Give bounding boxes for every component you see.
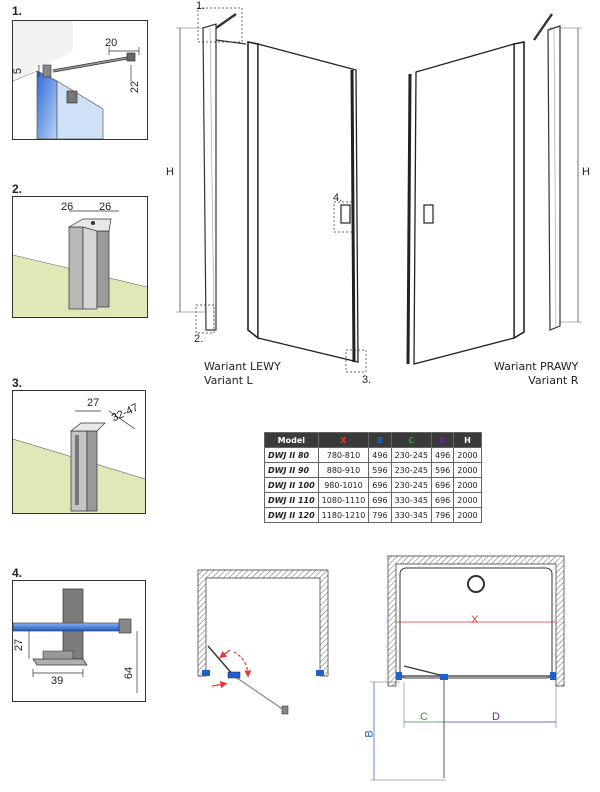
detail-4-dim-39: 39 xyxy=(51,675,64,687)
table-cell-model: DWJ II 80 xyxy=(264,447,319,463)
left-fixed-panel xyxy=(202,23,217,331)
table-cell: 696 xyxy=(368,477,392,493)
table-cell: 230-245 xyxy=(390,462,433,478)
variant-right-line2: Variant R xyxy=(528,374,579,387)
table-cell: 2000 xyxy=(453,462,482,478)
variant-right-caption: Wariant PRAWY Variant R xyxy=(494,360,578,388)
callout-box-4 xyxy=(333,201,355,233)
table-cell: 796 xyxy=(368,507,392,523)
table-cell: 330-345 xyxy=(390,492,433,508)
table-cell: 596 xyxy=(368,462,392,478)
table-header-cell: H xyxy=(453,432,482,448)
door-elevation-drawing xyxy=(176,7,582,373)
detail-2-panel: 26 26 xyxy=(12,196,148,318)
variant-left-line2: Variant L xyxy=(204,374,253,387)
callout-2-label: 2. xyxy=(194,333,204,345)
table-cell: 696 xyxy=(430,492,455,508)
callout-box-3 xyxy=(345,349,367,373)
table-cell: 230-245 xyxy=(390,447,433,463)
detail-2-number: 2. xyxy=(12,182,23,196)
table-cell: 880-910 xyxy=(317,462,370,478)
shower-tray xyxy=(399,567,553,679)
detail-2-dim-26-b: 26 xyxy=(99,201,112,213)
table-cell: 230-245 xyxy=(390,477,433,493)
detail-4-panel: 27 39 64 xyxy=(12,580,146,702)
variant-left-caption: Wariant LEWY Variant L xyxy=(204,360,281,388)
table-cell-model: DWJ II 100 xyxy=(264,477,319,493)
table-cell: 2000 xyxy=(453,447,482,463)
dim-c-label: C xyxy=(420,711,428,723)
detail-4-dim-27: 27 xyxy=(13,638,26,652)
detail-4-dim-64: 64 xyxy=(123,666,136,680)
table-cell: 1180-1210 xyxy=(317,507,370,523)
table-header-cell: C xyxy=(390,432,433,448)
callout-4-label: 4. xyxy=(333,192,343,204)
variant-left-line1: Wariant LEWY xyxy=(204,360,281,373)
right-profile xyxy=(513,41,525,340)
table-cell: 980-1010 xyxy=(317,477,370,493)
table-cell: 796 xyxy=(430,507,455,523)
detail-1-dim-20: 20 xyxy=(105,37,118,49)
callout-box-2 xyxy=(195,304,215,334)
table-cell: 1080-1110 xyxy=(317,492,370,508)
detail-4-number: 4. xyxy=(12,566,23,580)
dim-b-label: B xyxy=(363,730,376,738)
left-door-panel xyxy=(257,43,359,363)
detail-3-panel: 27 32-47 xyxy=(12,390,146,514)
drain-icon xyxy=(467,575,485,593)
detail-2-dim-26-a: 26 xyxy=(61,201,74,213)
table-cell: 330-345 xyxy=(390,507,433,523)
table-cell: 696 xyxy=(368,492,392,508)
detail-3-dim-27: 27 xyxy=(87,397,100,409)
table-cell: 496 xyxy=(368,447,392,463)
callout-1-label: 1. xyxy=(196,0,206,12)
right-door-panel xyxy=(413,43,515,365)
table-cell: 696 xyxy=(430,477,455,493)
table-cell: 2000 xyxy=(453,507,482,523)
table-cell: 496 xyxy=(430,447,455,463)
height-label-left: H xyxy=(166,166,174,178)
table-header-row: Model X B C D H xyxy=(264,432,482,448)
dim-x-label: X xyxy=(471,614,479,626)
detail-1-number: 1. xyxy=(12,4,23,18)
dim-d-label: D xyxy=(492,711,500,723)
dimensioned-plan-view xyxy=(370,555,565,781)
table-cell: 2000 xyxy=(453,492,482,508)
table-cell-model: DWJ II 120 xyxy=(264,507,319,523)
right-handle xyxy=(423,204,434,224)
detail-1-panel: 20 5 22 xyxy=(12,20,148,140)
left-handle xyxy=(340,204,351,224)
callout-box-1 xyxy=(197,7,243,43)
table-header-cell: Model xyxy=(264,432,319,448)
table-cell-model: DWJ II 90 xyxy=(264,462,319,478)
detail-3-number: 3. xyxy=(12,376,23,390)
table-cell-model: DWJ II 110 xyxy=(264,492,319,508)
left-profile xyxy=(247,41,259,340)
table-cell: 780-810 xyxy=(317,447,370,463)
callout-3-label: 3. xyxy=(362,374,372,386)
door-swing-plan xyxy=(197,569,329,715)
height-label-right: H xyxy=(582,166,590,178)
table-header-cell: D xyxy=(430,432,455,448)
table-cell: 2000 xyxy=(453,477,482,493)
right-fixed-panel xyxy=(547,25,561,331)
table-header-cell: B xyxy=(368,432,392,448)
table-header-cell: X xyxy=(317,432,370,448)
table-cell: 596 xyxy=(430,462,455,478)
variant-right-line1: Wariant PRAWY xyxy=(494,360,579,373)
